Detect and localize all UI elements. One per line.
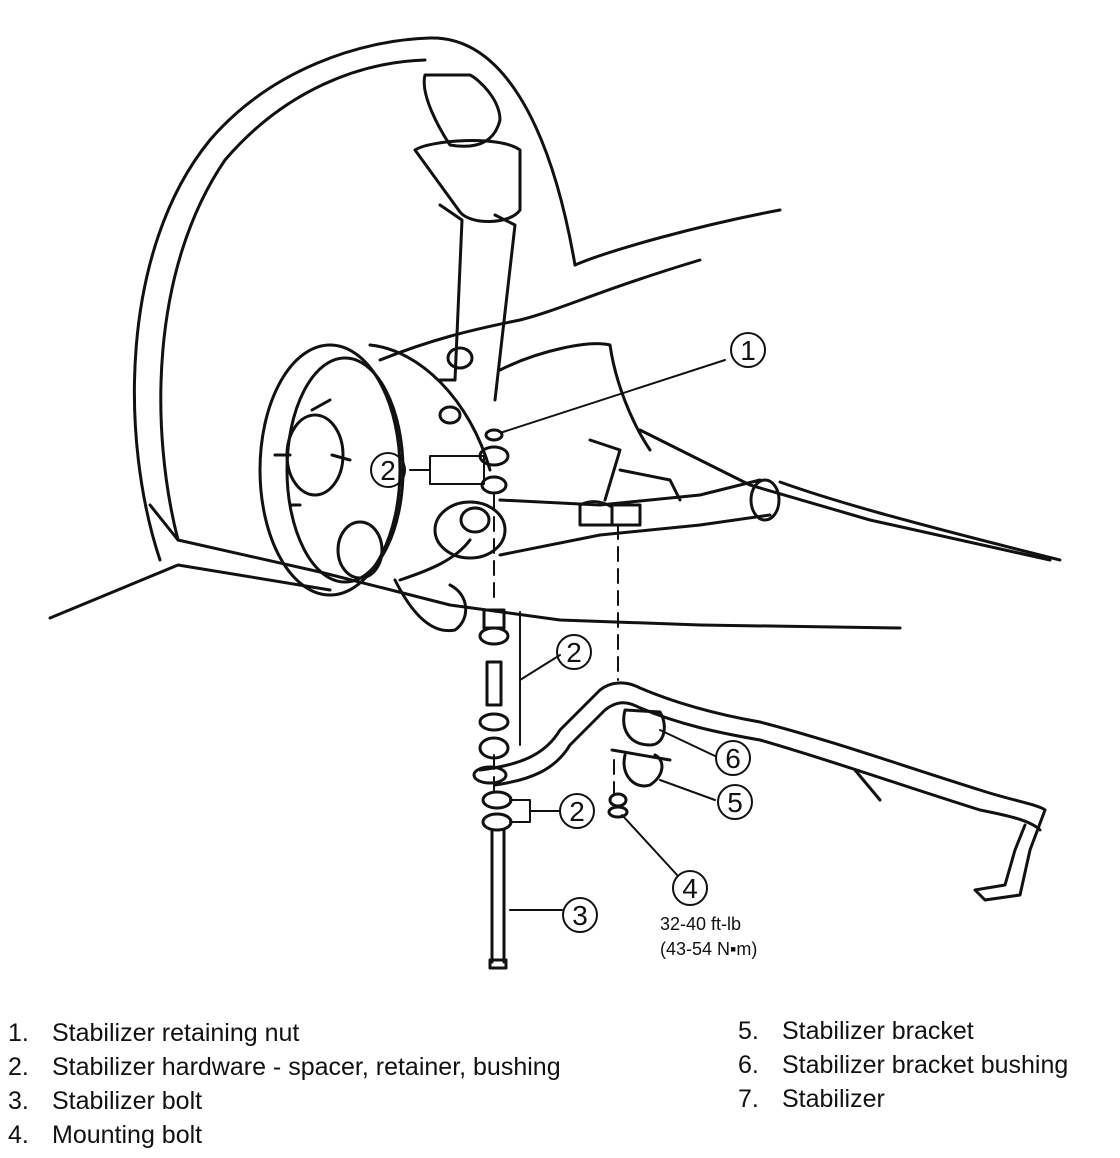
callout-circles [370,332,766,933]
legend-number: 7. [738,1085,759,1113]
legend-number: 3. [8,1087,29,1115]
body-frame [48,258,1062,630]
assembly-guide-lines [493,494,619,796]
legend-label: Stabilizer [782,1085,885,1113]
callout-5: 5 [727,787,743,818]
legend-label: Stabilizer bracket bushing [782,1051,1069,1079]
suspension-exploded-diagram: 1 2 2 2 3 4 5 6 32-40 ft-lb (43-54 N▪m) [48,36,1062,970]
legend-label: Stabilizer bolt [52,1087,203,1115]
legend-right-column: 5. Stabilizer bracket 6. Stabilizer brac… [738,1014,1068,1116]
callout-3: 3 [572,900,588,931]
legend-label: Mounting bolt [52,1121,203,1149]
legend-label: Stabilizer bracket [782,1017,974,1045]
brake-rotor-hub [258,343,492,633]
stabilizer-bar [472,681,1047,902]
fender-arch [132,36,782,562]
legend-item-5: 5. Stabilizer bracket [738,1014,1068,1048]
legend-item-7: 7. Stabilizer [738,1082,1068,1116]
legend-label: Stabilizer hardware - spacer, retainer, … [52,1053,561,1081]
legend-number: 5. [738,1017,759,1045]
legend-item-2: 2. Stabilizer hardware - spacer, retaine… [8,1050,561,1084]
legend-item-3: 3. Stabilizer bolt [8,1084,561,1118]
legend-item-1: 1. Stabilizer retaining nut [8,1016,561,1050]
callout-2-lower: 2 [569,796,585,827]
legend-label: Stabilizer retaining nut [52,1019,300,1047]
strut-assembly [413,73,522,425]
stabilizer-bracket [607,708,672,819]
legend-number: 6. [738,1051,759,1079]
torque-spec-metric: (43-54 N▪m) [660,939,757,959]
torque-spec-imperial: 32-40 ft-lb [660,914,741,934]
callout-6: 6 [725,743,741,774]
legend-item-4: 4. Mounting bolt [8,1118,561,1152]
leader-lines [409,359,726,911]
legend-number: 2. [8,1053,29,1081]
callout-2-upper: 2 [380,455,396,486]
callout-1: 1 [740,335,756,366]
lower-control-arm [433,342,781,560]
legend-number: 4. [8,1121,29,1149]
legend-left-column: 1. Stabilizer retaining nut 2. Stabilize… [8,1016,561,1152]
callout-2-middle: 2 [566,637,582,668]
legend-item-6: 6. Stabilizer bracket bushing [738,1048,1068,1082]
legend-number: 1. [8,1019,29,1047]
callout-4: 4 [682,873,698,904]
